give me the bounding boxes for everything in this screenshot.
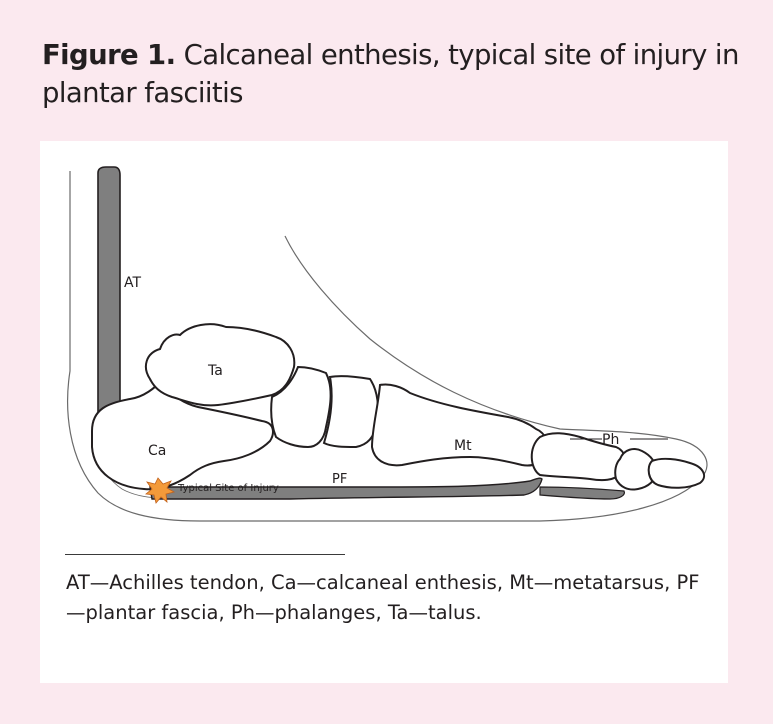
- foot-skin-outline: [67, 171, 708, 522]
- label-injury-site: Typical Site of Injury: [177, 483, 279, 494]
- figure-panel: AT Ta Ca Mt Ph PF Typical Site of Injury…: [40, 141, 728, 683]
- figure-title: Figure 1. Calcaneal enthesis, typical si…: [42, 36, 742, 112]
- label-plantar-fascia: PF: [332, 472, 347, 487]
- label-achilles-tendon: AT: [124, 275, 141, 291]
- figure-caption: AT—Achilles tendon, Ca—calcaneal enthesi…: [66, 571, 700, 624]
- figure-number: Figure 1.: [42, 39, 176, 71]
- label-calcaneus: Ca: [148, 443, 166, 459]
- foot-anatomy-diagram: AT Ta Ca Mt Ph PF Typical Site of Injury: [67, 166, 708, 522]
- injury-site-star-icon: [145, 477, 176, 504]
- achilles-tendon: [97, 166, 121, 414]
- talus-bone: [144, 323, 296, 407]
- figure-title-text: Calcaneal enthesis, typical site of inju…: [42, 39, 739, 109]
- label-phalanges: Ph: [602, 432, 619, 448]
- phalanx-distal: [647, 457, 706, 489]
- phalanx-middle: [614, 448, 658, 491]
- plantar-fascia-toe-band: [539, 486, 625, 500]
- cuneiform-bone: [322, 375, 379, 449]
- label-talus: Ta: [207, 363, 223, 379]
- label-metatarsus: Mt: [454, 438, 472, 454]
- navicular-bone: [270, 365, 332, 449]
- plantar-fascia: [149, 477, 543, 500]
- caption-divider: [65, 554, 345, 555]
